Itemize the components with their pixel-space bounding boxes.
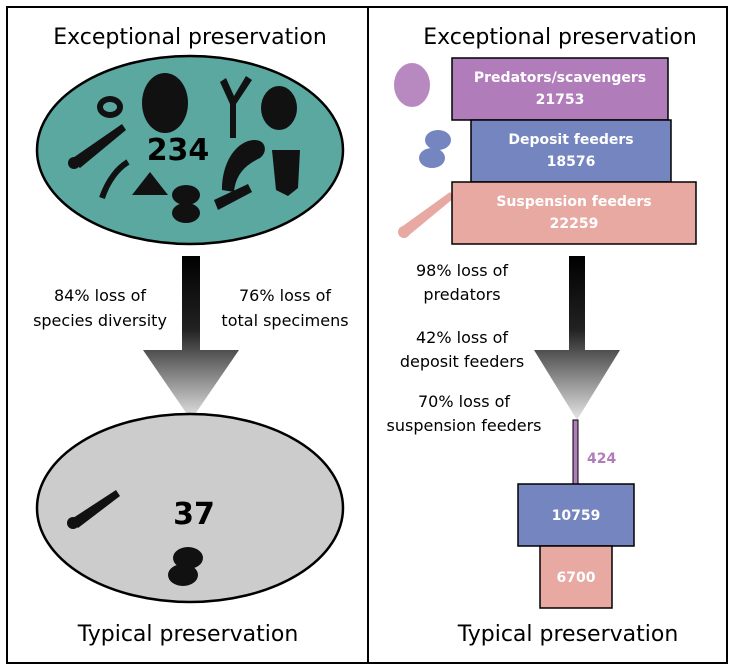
typical-ellipse — [35, 412, 345, 604]
bivalved-arthropod-icon — [142, 73, 188, 133]
left-loss-species-line2: species diversity — [33, 311, 167, 330]
loss-deposit-line2: deposit feeders — [400, 352, 524, 371]
exceptional-species-count: 234 — [147, 133, 210, 168]
predators-bar-value: 21753 — [536, 92, 585, 108]
deposit-feeder-mollusc-icon-a — [425, 130, 451, 150]
suspension-feeders-bar — [451, 181, 697, 245]
trilobite-lower-icon — [272, 150, 300, 196]
loss-deposit-line1: 42% loss of — [416, 328, 508, 347]
cone-shell-typical-icon — [70, 490, 120, 528]
left-loss-species-line1: 84% loss of — [54, 286, 146, 305]
loss-suspension-line1: 70% loss of — [418, 392, 510, 411]
suspension-feeders-typical-value: 6700 — [557, 570, 596, 586]
predators-typical-bar — [572, 419, 579, 485]
round-arthropod-inner-icon — [103, 102, 117, 112]
predator-arthropod-icon — [394, 63, 430, 107]
coiled-mollusc-typical-icon-a — [173, 547, 203, 569]
cone-shell-typical-aperture-icon — [67, 517, 79, 529]
suspension-feeders-typical-bar — [539, 545, 613, 609]
deposit-feeders-bar — [470, 119, 672, 183]
left-down-arrow — [143, 256, 239, 420]
fossil-silhouettes-exceptional — [68, 73, 300, 223]
predators-bar — [451, 57, 669, 121]
coiled-mollusc-icon-a — [172, 185, 200, 205]
branching-sponge-icon — [220, 76, 252, 138]
left-bottom-title: Typical preservation — [77, 622, 299, 647]
cone-shell-aperture-icon — [68, 157, 80, 169]
loss-predators-line1: 98% loss of — [416, 261, 508, 280]
typical-species-count: 37 — [173, 497, 215, 532]
suspension-feeders-bar-value: 22259 — [550, 216, 599, 232]
right-down-arrow — [534, 256, 620, 420]
loss-predators-line2: predators — [423, 285, 500, 304]
right-bottom-title: Typical preservation — [457, 622, 679, 647]
right-panel-frame — [367, 6, 728, 664]
deposit-feeder-mollusc-icon-b — [419, 148, 445, 168]
suspension-feeders-bar-name: Suspension feeders — [496, 194, 651, 210]
left-loss-specimens-line2: total specimens — [221, 311, 348, 330]
left-loss-specimens-line1: 76% loss of — [239, 286, 331, 305]
deposit-feeders-typical-value: 10759 — [552, 508, 601, 524]
suspension-feeder-cone-aperture-icon — [398, 226, 410, 238]
predators-typical-value: 424 — [587, 451, 616, 467]
brachiopod-icon — [132, 172, 168, 195]
deposit-feeders-bar-value: 18576 — [547, 154, 596, 170]
centipede-icon — [99, 159, 130, 200]
typical-feeding-bars: 424 10759 6700 — [517, 419, 635, 609]
trilobite-upper-icon — [261, 86, 297, 130]
coiled-mollusc-typical-icon-b — [168, 564, 198, 586]
deposit-feeders-bar-name: Deposit feeders — [508, 132, 633, 148]
cone-shell-icon — [70, 124, 126, 168]
deposit-feeders-typical-bar — [517, 483, 635, 547]
worm-icon — [222, 140, 265, 192]
suspension-feeder-cone-icon — [400, 192, 454, 236]
loss-suspension-line2: suspension feeders — [387, 416, 542, 435]
exceptional-feeding-bars: Predators/scavengers 21753 Deposit feede… — [451, 57, 697, 245]
coiled-mollusc-icon-b — [172, 203, 200, 223]
right-top-title: Exceptional preservation — [423, 25, 697, 50]
predators-bar-name: Predators/scavengers — [474, 70, 646, 86]
segmented-arthropod-icon — [214, 184, 252, 210]
left-top-title: Exceptional preservation — [53, 25, 327, 50]
fossil-silhouettes-typical — [67, 490, 203, 586]
